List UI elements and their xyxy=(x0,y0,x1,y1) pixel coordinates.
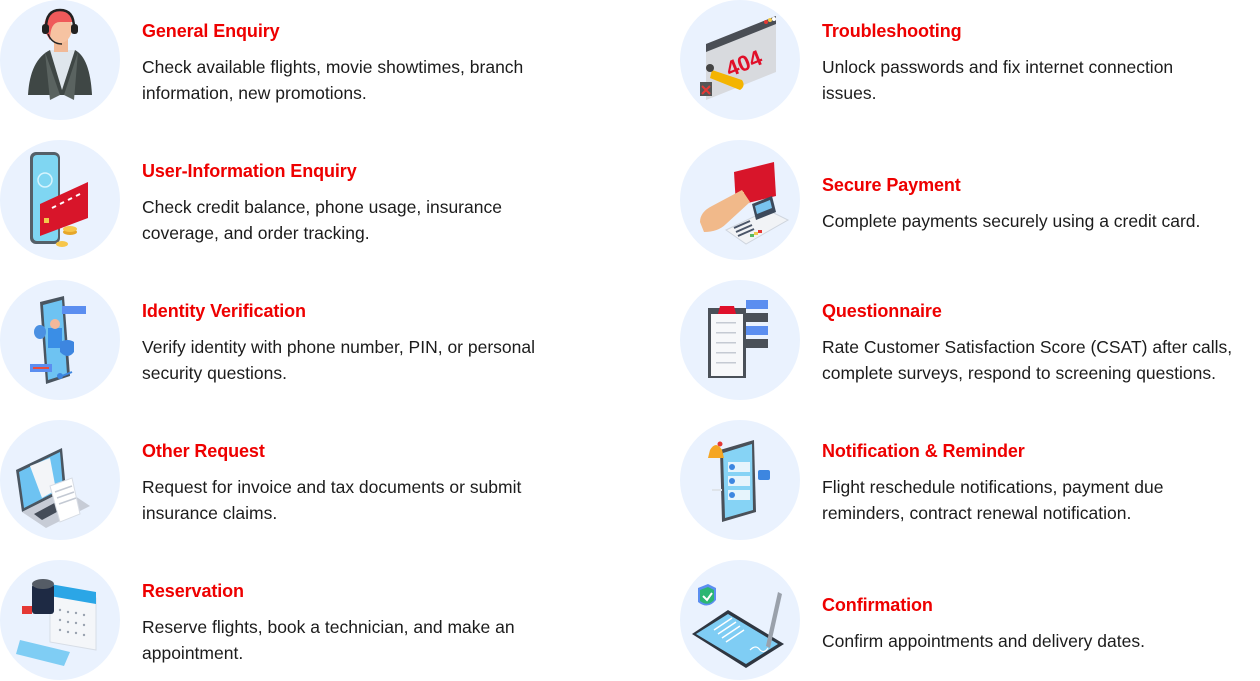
feature-description: Verify identity with phone number, PIN, … xyxy=(142,337,535,383)
feature-description: Check available flights, movie showtimes… xyxy=(142,57,524,103)
feature-text: Notification & Reminder Flight reschedul… xyxy=(822,440,1260,526)
feature-reservation: Reservation Reserve flights, book a tech… xyxy=(0,560,640,680)
laptop-tax-document-icon xyxy=(0,420,120,540)
feature-text: Troubleshooting Unlock passwords and fix… xyxy=(822,20,1260,106)
call-center-agent-icon xyxy=(0,0,120,120)
feature-description: Confirm appointments and delivery dates. xyxy=(822,631,1145,651)
feature-text: Questionnaire Rate Customer Satisfaction… xyxy=(822,300,1260,386)
feature-description: Request for invoice and tax documents or… xyxy=(142,477,522,523)
feature-description: Check credit balance, phone usage, insur… xyxy=(142,197,502,243)
feature-title: Troubleshooting xyxy=(822,21,962,41)
feature-title: Notification & Reminder xyxy=(822,441,1025,461)
feature-troubleshooting: 404 Troubleshooting Unlock passwords and… xyxy=(680,0,1260,120)
feature-secure-payment: Secure Payment Complete payments securel… xyxy=(680,140,1260,260)
identity-phone-shield-icon xyxy=(0,280,120,400)
phone-credit-card-icon xyxy=(0,140,120,260)
feature-description: Rate Customer Satisfaction Score (CSAT) … xyxy=(822,337,1233,383)
feature-description: Reserve flights, book a technician, and … xyxy=(142,617,515,663)
feature-title: Questionnaire xyxy=(822,301,942,321)
error-404-wrench-icon: 404 xyxy=(680,0,800,120)
feature-notification-reminder: Notification & Reminder Flight reschedul… xyxy=(680,420,1260,540)
feature-title: Secure Payment xyxy=(822,175,961,195)
feature-other-request: Other Request Request for invoice and ta… xyxy=(0,420,640,540)
card-payment-terminal-icon xyxy=(680,140,800,260)
feature-text: Reservation Reserve flights, book a tech… xyxy=(142,580,640,666)
feature-text: General Enquiry Check available flights,… xyxy=(142,20,640,106)
feature-text: Confirmation Confirm appointments and de… xyxy=(822,594,1260,654)
feature-user-information-enquiry: User-Information Enquiry Check credit ba… xyxy=(0,140,640,260)
feature-confirmation: Confirmation Confirm appointments and de… xyxy=(680,560,1260,680)
feature-identity-verification: Identity Verification Verify identity wi… xyxy=(0,280,640,400)
feature-title: General Enquiry xyxy=(142,21,280,41)
calendar-coffee-phone-icon xyxy=(0,560,120,680)
feature-text: Secure Payment Complete payments securel… xyxy=(822,174,1260,234)
feature-questionnaire: Questionnaire Rate Customer Satisfaction… xyxy=(680,280,1260,400)
phone-signature-check-icon xyxy=(680,560,800,680)
feature-general-enquiry: General Enquiry Check available flights,… xyxy=(0,0,640,120)
clipboard-survey-icon xyxy=(680,280,800,400)
feature-text: Identity Verification Verify identity wi… xyxy=(142,300,640,386)
feature-text: Other Request Request for invoice and ta… xyxy=(142,440,640,526)
feature-description: Complete payments securely using a credi… xyxy=(822,211,1201,231)
feature-title: Confirmation xyxy=(822,595,933,615)
feature-description: Flight reschedule notifications, payment… xyxy=(822,477,1164,523)
feature-text: User-Information Enquiry Check credit ba… xyxy=(142,160,640,246)
feature-title: Other Request xyxy=(142,441,265,461)
phone-notification-bell-icon xyxy=(680,420,800,540)
feature-title: Identity Verification xyxy=(142,301,306,321)
feature-title: User-Information Enquiry xyxy=(142,161,357,181)
feature-description: Unlock passwords and fix internet connec… xyxy=(822,57,1174,103)
feature-title: Reservation xyxy=(142,581,244,601)
